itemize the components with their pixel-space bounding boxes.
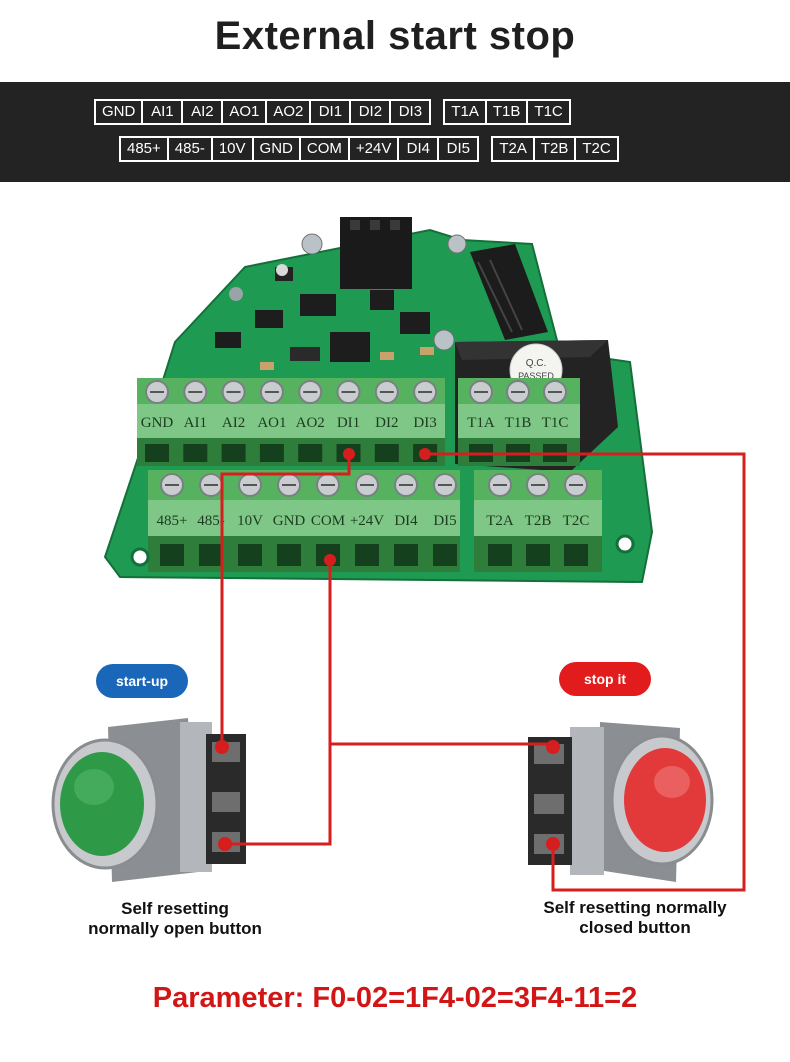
qc-sticker-line2: PASSED	[518, 371, 554, 381]
board-bottom-relay-label-0: T2A	[486, 513, 514, 529]
board-top-relay-label-2: T1C	[542, 415, 569, 431]
start-button-caption: Self resetting normally open button	[60, 899, 290, 939]
legend-relay-cell-r2-0: T2A	[493, 136, 535, 162]
wire-di3-stop	[425, 452, 746, 892]
stop-caption-line1: Self resetting normally	[543, 898, 727, 917]
start-button-cap	[60, 752, 144, 856]
board-bottom-label-0: 485+	[157, 513, 188, 529]
wire-nodes	[215, 448, 560, 851]
board-bottom-label-1: 485-	[197, 513, 225, 529]
board-top-relay-label-0: T1A	[467, 415, 495, 431]
legend-relay-cell-r1-1: T1B	[486, 99, 529, 125]
legend-cell-r2-5: +24V	[349, 136, 400, 162]
legend-cell-r2-7: DI5	[439, 136, 480, 162]
legend-cell-r1-1: AI1	[143, 99, 184, 125]
legend-cell-r2-3: GND	[253, 136, 301, 162]
legend-relay-cell-r1-2: T1C	[528, 99, 571, 125]
legend-cell-r2-2: 10V	[212, 136, 254, 162]
board-bottom-label-7: DI5	[433, 513, 456, 529]
board-top-label-2: AI2	[222, 415, 245, 431]
stop-tag: stop it	[559, 662, 651, 696]
board-top-label-6: DI2	[375, 415, 398, 431]
board-top-label-3: AO1	[257, 415, 286, 431]
board-bottom-label-3: GND	[273, 513, 306, 529]
legend-cell-r1-3: AO1	[223, 99, 268, 125]
board-bottom-label-6: DI4	[394, 513, 418, 529]
legend-cell-r2-6: DI4	[399, 136, 440, 162]
legend-cell-r2-4: COM	[300, 136, 350, 162]
stop-caption-line2: closed button	[579, 918, 691, 937]
board-bottom-relay-label-2: T2C	[563, 513, 590, 529]
legend-cell-r2-1: 485-	[168, 136, 213, 162]
board-top-label-0: GND	[141, 415, 174, 431]
board-bottom-relay-label-1: T2B	[525, 513, 552, 529]
wiring-diagram: Q.C. PASSED GND AI1 AI2 AO1 AO2 DI1 DI2 DI3 T1A T…	[51, 217, 746, 892]
legend-cell-r1-2: AI2	[183, 99, 224, 125]
page-title: External start stop	[214, 14, 576, 58]
stop-button-cap	[624, 748, 706, 852]
board-top-relay-label-1: T1B	[505, 415, 532, 431]
legend-cell-r1-6: DI2	[351, 99, 392, 125]
legend-cell-r1-0: GND	[96, 99, 144, 125]
legend-cell-r1-5: DI1	[311, 99, 352, 125]
start-button	[51, 718, 246, 882]
board-top-label-4: AO2	[296, 415, 325, 431]
legend-relay-cell-r2-2: T2C	[576, 136, 619, 162]
board-bottom-label-4: COM	[311, 513, 345, 529]
wiring	[220, 452, 746, 892]
start-up-tag: start-up	[96, 664, 188, 698]
legend-cell-r2-0: 485+	[121, 136, 169, 162]
parameter-text: Parameter: F0-02=1F4-02=3F4-11=2	[152, 982, 638, 1014]
start-caption-line1: Self resetting	[121, 899, 229, 918]
legend-relay-cell-r1-0: T1A	[445, 99, 487, 125]
board-bottom-label-2: 10V	[237, 513, 263, 529]
qc-sticker-line1: Q.C.	[526, 358, 547, 369]
board-top-label-1: AI1	[184, 415, 207, 431]
legend-cell-r1-4: AO2	[267, 99, 312, 125]
board-bottom-label-5: +24V	[350, 513, 384, 529]
wire-com-start	[225, 560, 332, 846]
stop-button-caption: Self resetting normally closed button	[520, 898, 750, 938]
board-top-label-5: DI1	[337, 415, 360, 431]
control-board: Q.C. PASSED GND AI1 AI2 AO1 AO2 DI1 DI2 DI3 T1A T…	[103, 217, 654, 584]
start-caption-line2: normally open button	[88, 919, 262, 938]
legend-relay-cell-r2-1: T2B	[534, 136, 577, 162]
legend-cell-r1-7: DI3	[391, 99, 432, 125]
wire-di1-start	[220, 454, 351, 745]
board-top-label-7: DI3	[413, 415, 436, 431]
